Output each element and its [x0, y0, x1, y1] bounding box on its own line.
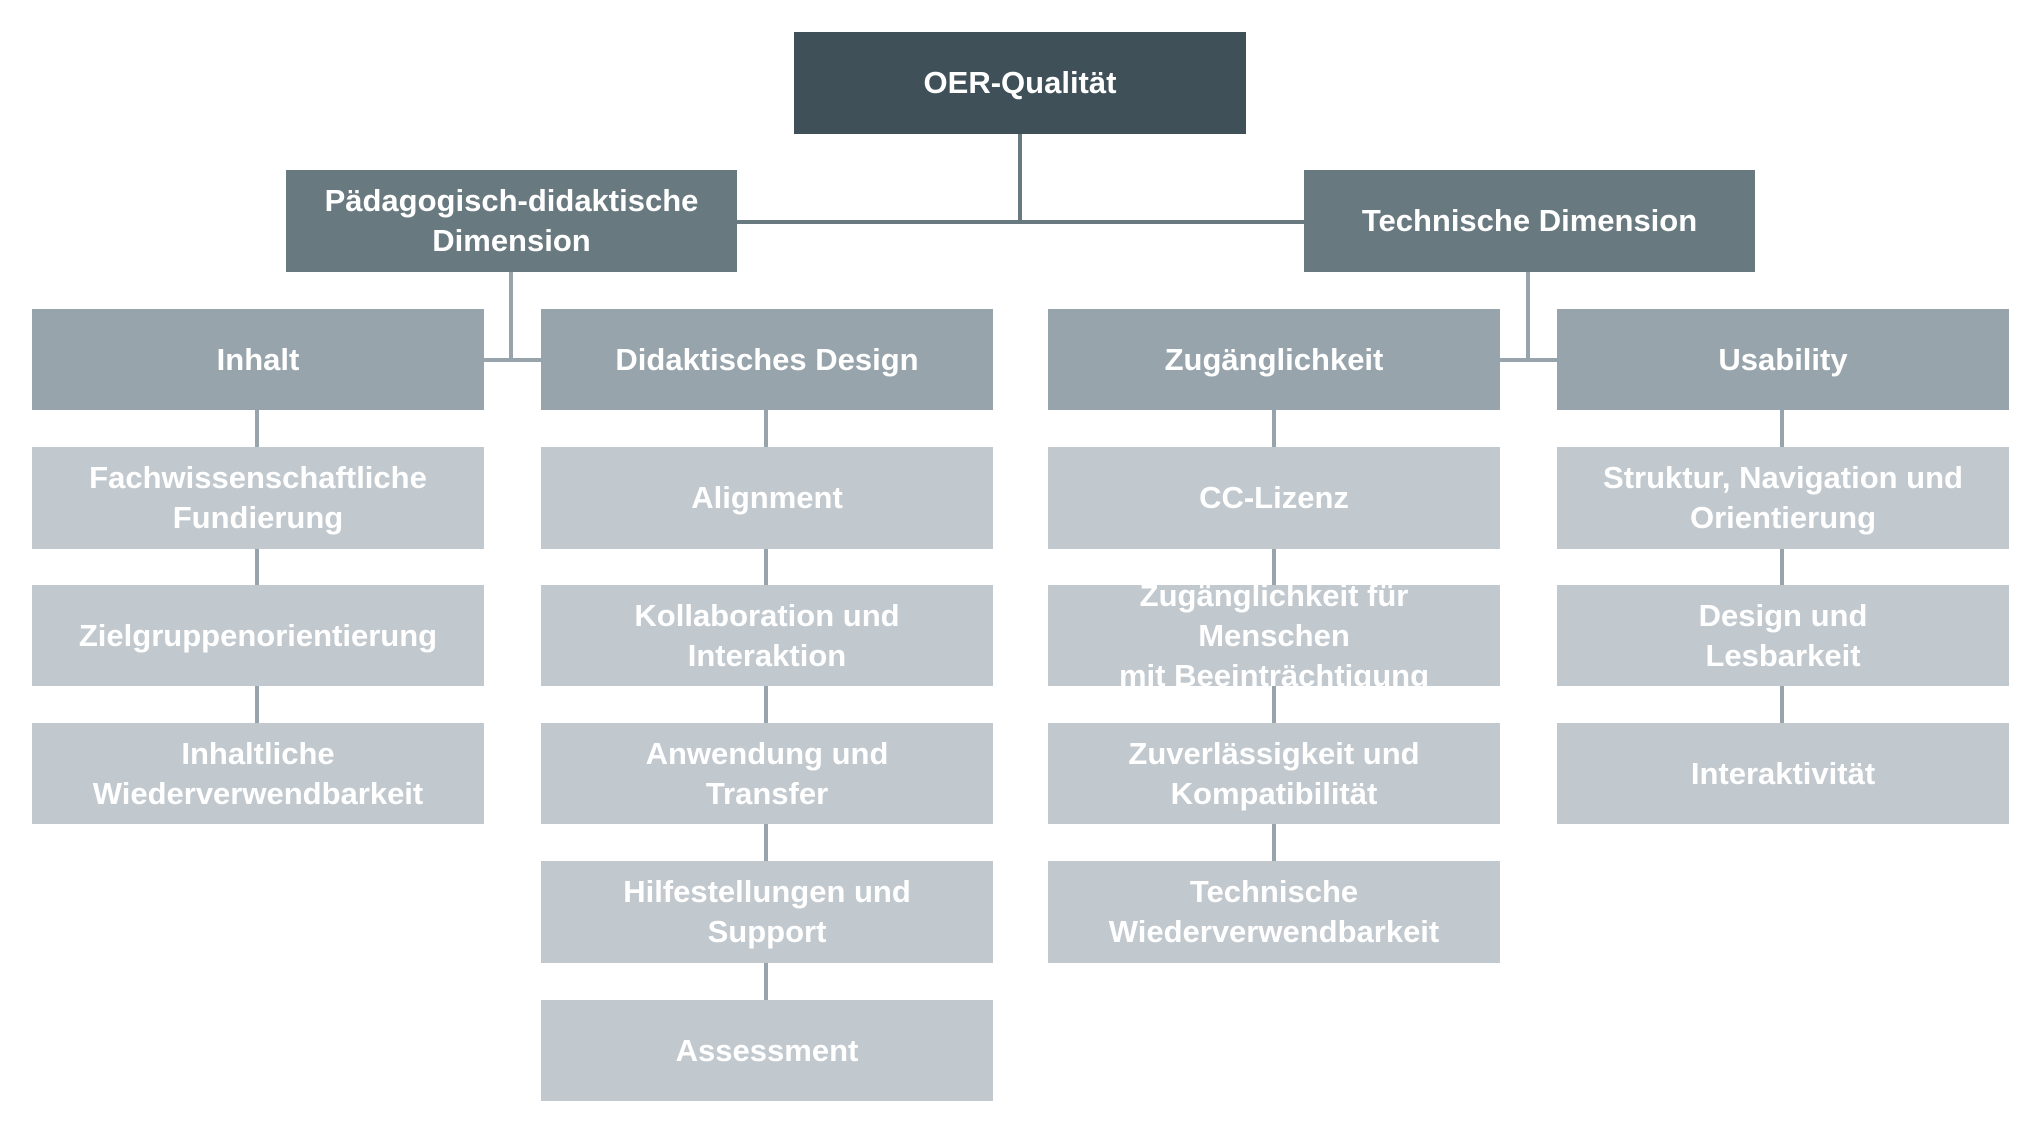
category-usability: Usability	[1557, 309, 2009, 410]
criterion-inhaltliche-wiederverwendbarkeit: Inhaltliche Wiederverwendbarkeit	[32, 723, 484, 824]
criterion-zielgruppenorientierung: Zielgruppenorientierung	[32, 585, 484, 686]
connector-dim1-down	[509, 272, 513, 360]
category-didaktisches-design: Didaktisches Design	[541, 309, 993, 410]
root-node: OER-Qualität	[794, 32, 1246, 134]
dimension-technisch: Technische Dimension	[1304, 170, 1755, 272]
connector-dim2-down	[1526, 272, 1530, 360]
criterion-kollaboration-und-interaktion: Kollaboration und Interaktion	[541, 585, 993, 686]
connector-dimensions-horizontal	[737, 220, 1304, 224]
criterion-interaktivitaet: Interaktivität	[1557, 723, 2009, 824]
connector-dim1-categories	[484, 358, 541, 362]
connector-root-down	[1018, 134, 1022, 222]
dimension-paedagogisch-didaktisch: Pädagogisch-didaktische Dimension	[286, 170, 737, 272]
category-inhalt: Inhalt	[32, 309, 484, 410]
criterion-struktur-navigation-orientierung: Struktur, Navigation und Orientierung	[1557, 447, 2009, 549]
criterion-design-und-lesbarkeit: Design und Lesbarkeit	[1557, 585, 2009, 686]
criterion-zuverlaessigkeit-und-kompatibilitaet: Zuverlässigkeit und Kompatibilität	[1048, 723, 1500, 824]
criterion-cc-lizenz: CC-Lizenz	[1048, 447, 1500, 549]
connector-dim2-categories	[1500, 358, 1557, 362]
connector-didaktisches-design-column	[764, 410, 768, 1002]
criterion-hilfestellungen-und-support: Hilfestellungen und Support	[541, 861, 993, 963]
criterion-zugaenglichkeit-fuer-menschen-mit-beeintraechtigung: Zugänglichkeit für Menschen mit Beeinträ…	[1048, 578, 1500, 693]
category-zugaenglichkeit: Zugänglichkeit	[1048, 309, 1500, 410]
criterion-fachwissenschaftliche-fundierung: Fachwissenschaftliche Fundierung	[32, 447, 484, 549]
criterion-anwendung-und-transfer: Anwendung und Transfer	[541, 723, 993, 824]
connector-usability-column	[1780, 410, 1784, 726]
criterion-technische-wiederverwendbarkeit: Technische Wiederverwendbarkeit	[1048, 861, 1500, 963]
criterion-alignment: Alignment	[541, 447, 993, 549]
criterion-assessment: Assessment	[541, 1000, 993, 1101]
connector-inhalt-column	[255, 410, 259, 726]
